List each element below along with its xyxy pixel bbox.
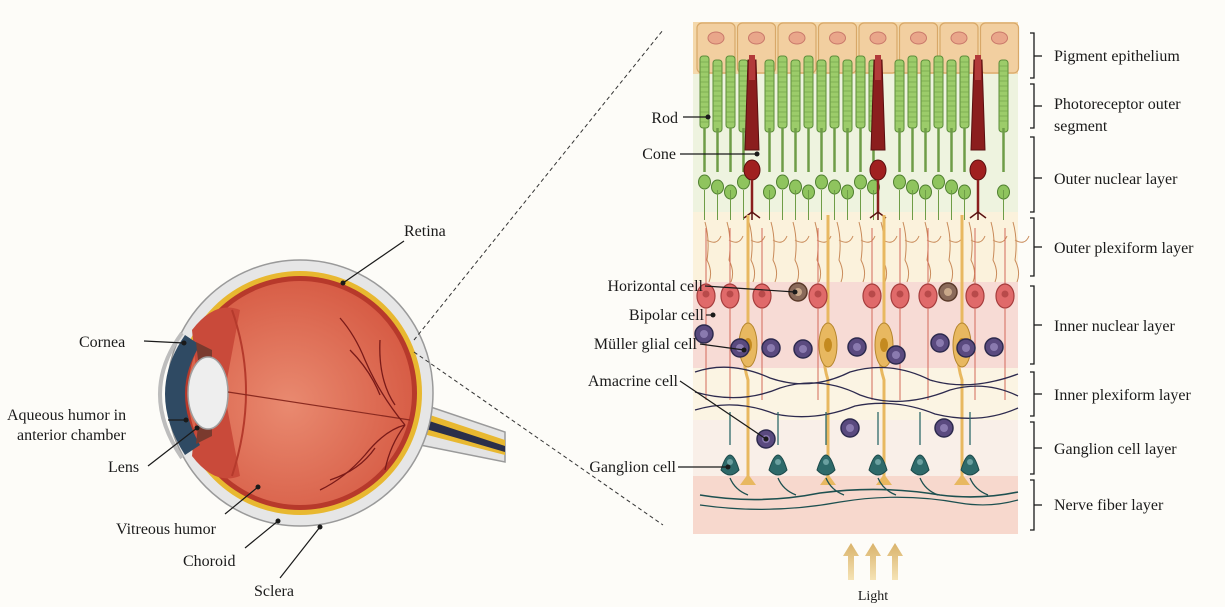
pigment-cell-nucleus — [992, 32, 1008, 44]
layer-label-group: Pigment epithelium Photoreceptor outer s… — [1054, 48, 1194, 514]
pigment-cell — [900, 23, 938, 73]
label-photoreceptor-1: Photoreceptor outer — [1054, 96, 1181, 113]
retina-layers-panel — [693, 22, 1029, 534]
label-horizontal: Horizontal cell — [607, 278, 703, 295]
rod-nucleus — [777, 175, 789, 189]
rod-nucleus — [933, 175, 945, 189]
label-amacrine: Amacrine cell — [588, 373, 679, 390]
rod-nucleus — [894, 175, 906, 189]
label-vitreous: Vitreous humor — [116, 521, 217, 538]
label-cone: Cone — [642, 146, 676, 163]
label-pigment-epithelium: Pigment epithelium — [1054, 48, 1180, 65]
label-light: Light — [858, 589, 888, 604]
pigment-cell-nucleus — [789, 32, 805, 44]
label-choroid: Choroid — [183, 553, 235, 570]
label-inner-plexiform: Inner plexiform layer — [1054, 387, 1192, 404]
label-rod: Rod — [651, 110, 678, 127]
cone-nucleus — [970, 160, 986, 180]
label-photoreceptor-2: segment — [1054, 118, 1108, 135]
pigment-cell-nucleus — [951, 32, 967, 44]
label-sclera: Sclera — [254, 583, 294, 600]
label-ganglion: Ganglion cell — [589, 459, 676, 476]
pigment-cell-nucleus — [911, 32, 927, 44]
label-bipolar: Bipolar cell — [629, 307, 705, 324]
cell-label-group: Rod Cone Horizontal cell Bipolar cell Mü… — [588, 110, 705, 476]
label-aqueous-1: Aqueous humor in — [7, 407, 126, 424]
pigment-cell-nucleus — [830, 32, 846, 44]
label-outer-nuclear: Outer nuclear layer — [1054, 171, 1178, 188]
rod-nucleus — [855, 175, 867, 189]
light-arrows — [843, 543, 903, 580]
lens-shape — [188, 357, 228, 429]
label-inner-nuclear: Inner nuclear layer — [1054, 318, 1175, 335]
cone-nucleus — [870, 160, 886, 180]
label-ganglion-layer: Ganglion cell layer — [1054, 441, 1177, 458]
rod-nucleus — [816, 175, 828, 189]
rod-nucleus — [699, 175, 711, 189]
pigment-cell-nucleus — [749, 32, 765, 44]
pigment-cell — [940, 23, 978, 73]
label-retina: Retina — [404, 223, 446, 240]
label-muller: Müller glial cell — [594, 336, 698, 353]
label-nerve-fiber: Nerve fiber layer — [1054, 497, 1164, 514]
label-outer-plexiform: Outer plexiform layer — [1054, 240, 1194, 257]
layer-brackets — [1030, 33, 1042, 530]
pigment-cell-nucleus — [870, 32, 886, 44]
label-lens: Lens — [108, 459, 139, 476]
pigment-cell-nucleus — [708, 32, 724, 44]
label-aqueous-2: anterior chamber — [17, 427, 127, 444]
cone-nucleus — [744, 160, 760, 180]
label-cornea: Cornea — [79, 334, 125, 351]
